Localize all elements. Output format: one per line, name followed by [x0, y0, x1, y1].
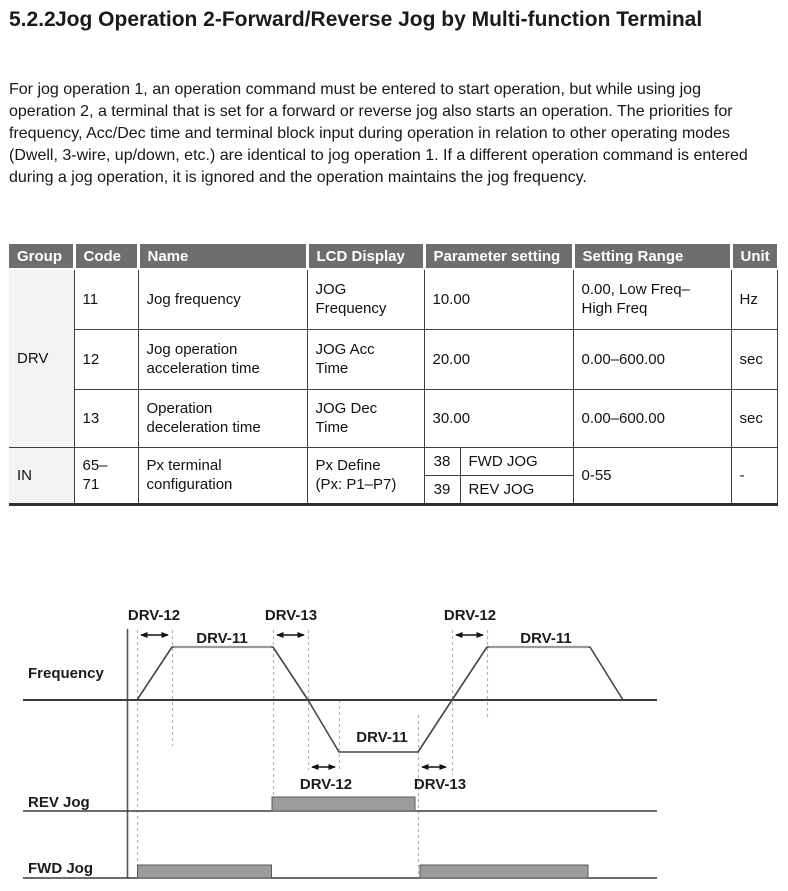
rev-dec-time-label: DRV-13 [414, 776, 466, 793]
cell-code: 13 [74, 388, 139, 448]
table-row: 39 REV JOG [9, 474, 777, 505]
fwd-jog-bar [137, 864, 272, 879]
cell-param: 10.00 [423, 268, 574, 330]
timing-diagram: DRV-12 DRV-11 DRV-13 DRV-12 DRV-11 DRV-1… [23, 607, 657, 879]
section-heading: 5.2.2 Jog Operation 2-Forward/Reverse Jo… [9, 6, 715, 33]
table-row: 12 Jog operation acceleration time JOG A… [9, 328, 778, 390]
col-header-group: Group [9, 244, 74, 270]
rev-jog-frequency-label: DRV-11 [356, 729, 407, 746]
cell-name: Operation deceleration time [137, 388, 308, 448]
cell-param-code: 39 [424, 474, 461, 505]
intro-paragraph: For jog operation 1, an operation comman… [9, 81, 748, 186]
cell-lcd: JOG Frequency [306, 268, 425, 330]
cell-param-value: REV JOG [459, 474, 574, 505]
parameter-table: Group Code Name LCD Display Parameter se… [9, 244, 778, 506]
cell-range: 0.00–600.00 [572, 388, 732, 448]
cell-unit: sec [730, 328, 778, 390]
jog-frequency-label: DRV-11 [196, 630, 247, 647]
cell-range: 0.00–600.00 [572, 328, 732, 390]
rev-jog-axis-label: REV Jog [28, 794, 90, 811]
cell-param-value: FWD JOG [459, 446, 574, 476]
acc-time-label: DRV-12 [444, 607, 496, 624]
cell-lcd: JOG Dec Time [306, 388, 425, 448]
jog-frequency-label: DRV-11 [520, 630, 571, 647]
fwd-jog-bar [419, 864, 589, 879]
cell-param: 20.00 [423, 328, 574, 390]
table-header-row: Group Code Name LCD Display Parameter se… [9, 244, 777, 270]
cell-param-code: 38 [423, 446, 461, 476]
cell-unit: sec [730, 388, 778, 448]
cell-range: 0-55 [572, 446, 732, 505]
cell-group-drv: DRV [9, 268, 75, 448]
cell-code: 12 [74, 328, 139, 390]
cell-unit: Hz [730, 268, 778, 330]
cell-name: Px terminal configuration [137, 446, 308, 505]
col-header-setting-range: Setting Range [571, 244, 731, 270]
page-title: Jog Operation 2-Forward/Reverse Jog by M… [55, 8, 703, 31]
col-header-name: Name [136, 244, 307, 270]
table-row: DRV 11 Jog frequency JOG Frequency 10.00… [9, 268, 778, 448]
dec-time-label: DRV-13 [265, 607, 317, 624]
frequency-axis-label: Frequency [28, 665, 105, 682]
fwd-jog-axis-label: FWD Jog [28, 860, 93, 877]
rev-jog-bar [271, 796, 416, 812]
table-row: 13 Operation deceleration time JOG Dec T… [9, 388, 778, 448]
table-row: IN 65– 71 Px terminal configuration Px D… [9, 446, 778, 505]
cell-unit: - [730, 446, 778, 505]
cell-name: Jog frequency [137, 268, 308, 330]
acc-time-label: DRV-12 [128, 607, 180, 624]
col-header-lcd-display: LCD Display [305, 244, 424, 270]
rev-acc-time-label: DRV-12 [300, 776, 352, 793]
cell-code: 65– 71 [73, 446, 139, 505]
col-header-parameter-setting: Parameter setting [422, 244, 573, 270]
cell-name: Jog operation acceleration time [137, 328, 308, 390]
cell-param: 30.00 [423, 388, 574, 448]
col-header-unit: Unit [729, 244, 777, 270]
cell-lcd: Px Define (Px: P1–P7) [306, 446, 425, 505]
col-header-code: Code [72, 244, 138, 270]
cell-group-in: IN [9, 446, 75, 505]
section-number: 5.2.2 [9, 8, 56, 31]
cell-range: 0.00, Low Freq– High Freq [572, 268, 732, 330]
cell-code: 11 [73, 268, 139, 330]
cell-lcd: JOG Acc Time [306, 328, 425, 390]
